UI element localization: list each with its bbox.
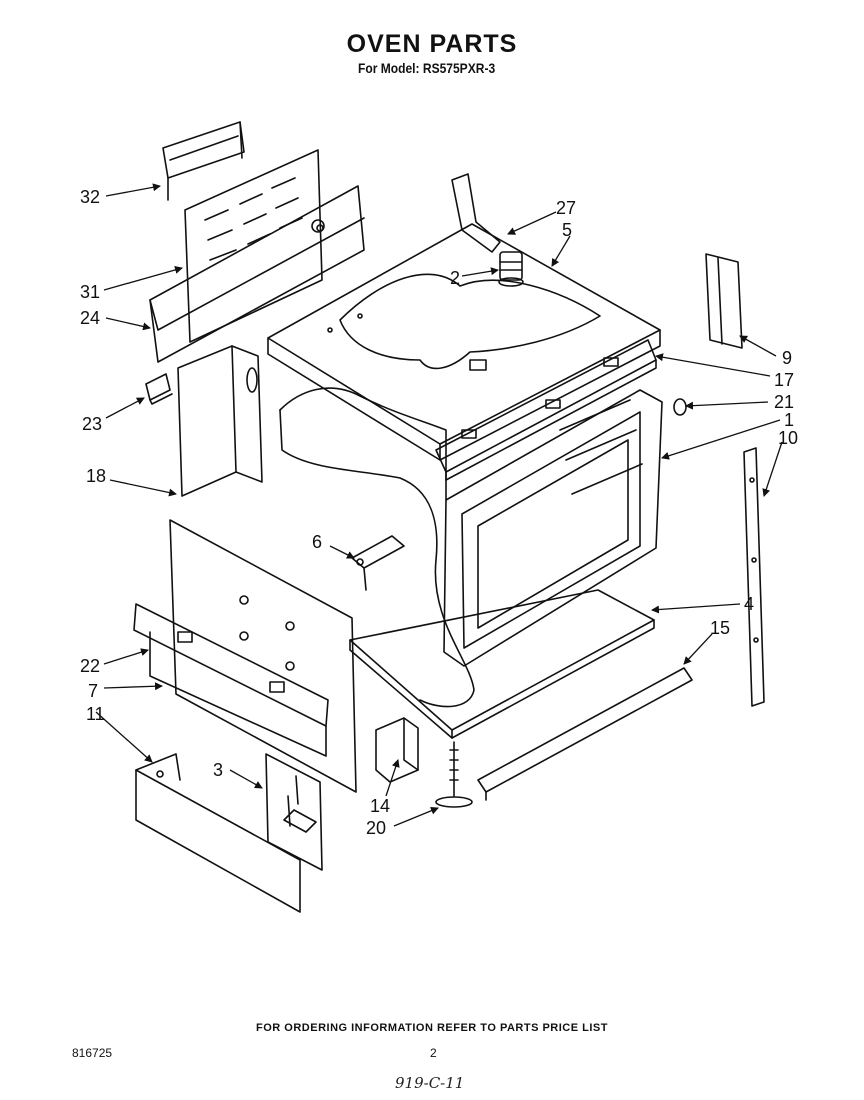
callout-4: 4 bbox=[744, 594, 754, 614]
part-clip-shape bbox=[145, 373, 173, 405]
part-rear-vent-panel-shape bbox=[184, 149, 325, 343]
part-side-bracket-shape bbox=[705, 253, 743, 349]
callout-17: 17 bbox=[774, 370, 794, 390]
callout-15: 15 bbox=[710, 618, 730, 638]
oven-cavity-outline-shape bbox=[279, 387, 475, 708]
callout-14: 14 bbox=[370, 796, 390, 816]
part-leveler-bracket-shape bbox=[375, 717, 419, 783]
part-bottom-bar-shape bbox=[477, 667, 693, 801]
part-screw-pack-shape bbox=[265, 753, 323, 871]
part-orifice-shape bbox=[498, 251, 524, 287]
part-side-panel-shape bbox=[177, 345, 263, 497]
page-title: OVEN PARTS bbox=[346, 30, 518, 58]
part-oven-liner-shape bbox=[443, 389, 663, 667]
part-oven-top-shape bbox=[267, 223, 661, 461]
callout-5: 5 bbox=[562, 220, 572, 240]
part-vent-bracket-shape bbox=[162, 121, 245, 201]
part-bottom-tray-shape bbox=[349, 589, 655, 739]
page-number: 2 bbox=[430, 1046, 437, 1060]
exploded-oven-diagram: 32 31 24 23 18 6 22 7 11 3 14 20 27 5 2 … bbox=[80, 121, 798, 913]
part-leveling-leg-shape bbox=[435, 741, 473, 808]
callout-27: 27 bbox=[556, 198, 576, 218]
document-number: 816725 bbox=[72, 1046, 113, 1060]
part-front-channel-shape bbox=[133, 603, 329, 757]
callout-10: 10 bbox=[778, 428, 798, 448]
part-kick-panel-shape bbox=[135, 753, 301, 913]
callout-11: 11 bbox=[86, 704, 105, 724]
callout-9: 9 bbox=[782, 348, 792, 368]
model-line: For Model: RS575PXR-3 bbox=[358, 60, 496, 76]
part-small-bracket-shape bbox=[351, 535, 405, 591]
part-burner-tube-shape bbox=[451, 173, 501, 253]
part-side-strip-shape bbox=[743, 447, 765, 707]
callout-18: 18 bbox=[86, 466, 106, 486]
part-rear-channel-shape bbox=[149, 185, 365, 363]
callout-31: 31 bbox=[80, 282, 100, 302]
handwritten-code: 919-C-11 bbox=[395, 1074, 465, 1092]
callout-3: 3 bbox=[213, 760, 223, 780]
callout-7: 7 bbox=[88, 681, 98, 701]
callout-23: 23 bbox=[82, 414, 102, 434]
callout-2: 2 bbox=[450, 268, 460, 288]
callout-1: 1 bbox=[784, 410, 794, 430]
callout-6: 6 bbox=[312, 532, 322, 552]
callout-32: 32 bbox=[80, 187, 100, 207]
part-access-panel-shape bbox=[169, 519, 357, 793]
part-front-rail-shape bbox=[435, 339, 657, 481]
callout-20: 20 bbox=[366, 818, 386, 838]
ordering-note: FOR ORDERING INFORMATION REFER TO PARTS … bbox=[256, 1022, 608, 1034]
callout-24: 24 bbox=[80, 308, 100, 328]
part-grommet-shape bbox=[673, 398, 687, 416]
callout-22: 22 bbox=[80, 656, 100, 676]
callout-21: 21 bbox=[774, 392, 794, 412]
